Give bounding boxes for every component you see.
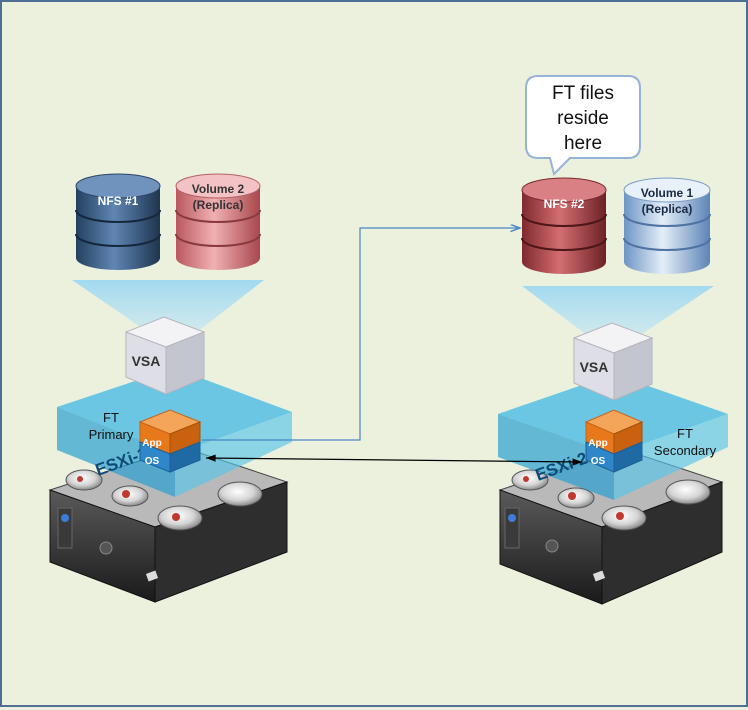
- ft-files-callout: FT files reside here: [525, 75, 641, 176]
- vm-app-label: App: [142, 438, 161, 449]
- right-host: ESXi-2 VSA App OS FT Secondary N: [498, 177, 728, 605]
- volume-1-replica-icon: Volume 1 (Replica): [623, 177, 711, 274]
- volume-2-replica-icon: Volume 2 (Replica): [175, 173, 261, 270]
- nfs-2-label: NFS #2: [544, 197, 585, 211]
- ft-primary-label: Primary: [89, 427, 134, 442]
- disk-icons: [65, 469, 263, 531]
- left-host: ESXi-1 VSA App OS FT Primary: [48, 173, 292, 603]
- vm-os-label: OS: [591, 456, 606, 467]
- replica-label: (Replica): [642, 202, 693, 216]
- replica-label: (Replica): [193, 198, 244, 212]
- vm-os-label: OS: [145, 456, 160, 467]
- ft-secondary-vm: App OS: [584, 409, 644, 473]
- disk-icons: [511, 469, 711, 531]
- vsa-label: VSA: [580, 359, 609, 375]
- vsa-appliance-left: VSA: [124, 316, 206, 395]
- nfs-1-datastore-icon: NFS #1: [75, 173, 161, 270]
- ft-label-top: FT: [103, 410, 119, 425]
- ft-label-top: FT: [677, 426, 693, 441]
- ft-secondary-label: Secondary: [654, 443, 717, 458]
- vsa-label: VSA: [132, 353, 161, 369]
- ft-logging-arrow: [205, 454, 583, 466]
- storage-cone: [522, 286, 714, 354]
- vm-app-label: App: [588, 438, 607, 449]
- power-led-icon: [61, 514, 69, 522]
- ft-storage-arrow: [202, 228, 520, 441]
- power-led-icon: [508, 514, 516, 522]
- volume-2-label: Volume 2: [192, 182, 245, 196]
- storage-cone: [72, 280, 264, 350]
- vsa-appliance-right: VSA: [572, 322, 654, 401]
- ft-primary-vm: App OS: [138, 409, 202, 473]
- callout-line-3: here: [564, 133, 602, 154]
- nfs-1-label: NFS #1: [98, 194, 139, 208]
- callout-line-1: FT files: [552, 83, 614, 104]
- callout-line-2: reside: [557, 108, 609, 129]
- volume-1-label: Volume 1: [641, 186, 694, 200]
- nfs-2-datastore-icon: NFS #2: [521, 177, 607, 274]
